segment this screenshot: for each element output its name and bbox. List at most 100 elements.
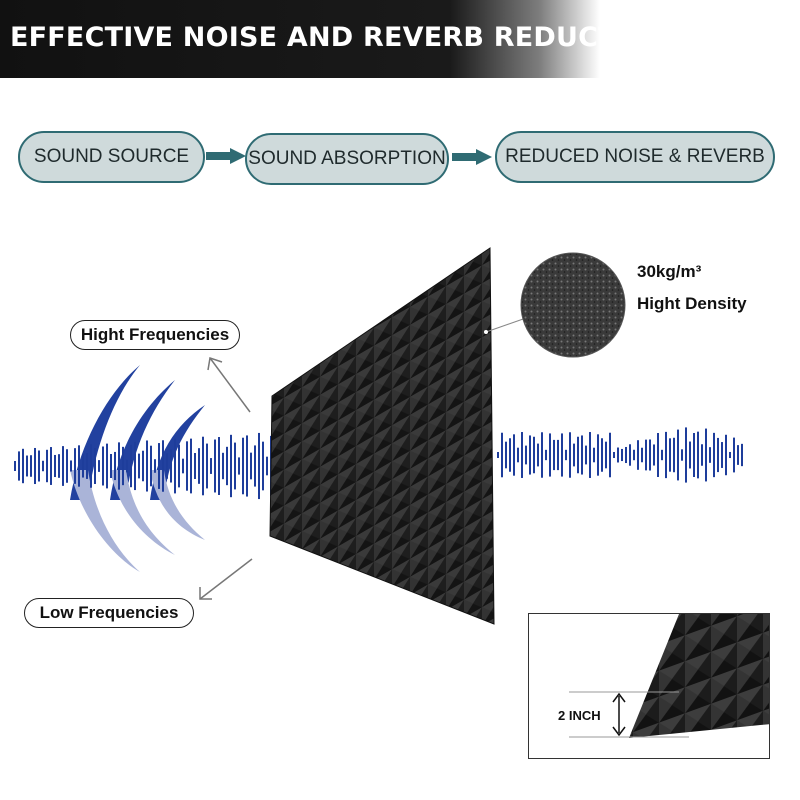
wave-bar bbox=[26, 455, 28, 477]
wave-bar bbox=[537, 443, 539, 467]
wave-bar bbox=[529, 435, 531, 475]
wave-bar bbox=[629, 444, 631, 466]
wave-bar bbox=[30, 455, 32, 477]
wave-bar bbox=[665, 431, 667, 479]
wave-bar bbox=[497, 452, 499, 458]
wave-bar bbox=[605, 441, 607, 469]
arrow-right-icon bbox=[452, 149, 492, 165]
wave-bar bbox=[94, 448, 96, 484]
wave-bar bbox=[50, 447, 52, 485]
wave-bar bbox=[190, 438, 192, 494]
wave-bar bbox=[206, 443, 208, 489]
wave-bar bbox=[194, 453, 196, 479]
foam-profile-image bbox=[569, 614, 769, 738]
foam-texture-sample-image bbox=[520, 252, 626, 358]
thickness-label: 2 INCH bbox=[558, 708, 601, 723]
wave-bar bbox=[525, 445, 527, 465]
wave-bar bbox=[689, 441, 691, 469]
foam-panel-image bbox=[269, 247, 495, 625]
wave-bar bbox=[721, 442, 723, 468]
reduced-soundwave-graphic bbox=[497, 427, 743, 483]
wave-bar bbox=[657, 433, 659, 477]
wave-bar bbox=[621, 448, 623, 462]
wave-bar bbox=[230, 434, 232, 498]
arrow-down-left-icon bbox=[199, 558, 253, 600]
wave-bar bbox=[681, 449, 683, 461]
wave-bar bbox=[633, 449, 635, 461]
wave-bar bbox=[110, 454, 112, 478]
wave-bar bbox=[34, 447, 36, 485]
wave-bar bbox=[46, 449, 48, 483]
wave-bar bbox=[517, 447, 519, 463]
wave-bar bbox=[581, 435, 583, 475]
wave-bar bbox=[737, 445, 739, 465]
banner-title: EFFECTIVE NOISE AND REVERB REDUCTION bbox=[10, 22, 673, 53]
density-label: Hight Density bbox=[637, 294, 747, 313]
wave-bar bbox=[174, 438, 176, 494]
wave-bar bbox=[501, 432, 503, 478]
wave-bar bbox=[254, 445, 256, 487]
step-reduced-noise: REDUCED NOISE & REVERB bbox=[495, 131, 775, 183]
wave-bar bbox=[649, 439, 651, 471]
wave-bar bbox=[513, 434, 515, 476]
arrow-right-icon bbox=[206, 148, 246, 164]
wave-bar bbox=[170, 449, 172, 483]
wave-bar bbox=[557, 439, 559, 471]
wave-bar bbox=[22, 448, 24, 484]
wave-bar bbox=[178, 444, 180, 488]
wave-bar bbox=[202, 436, 204, 496]
wave-bar bbox=[114, 451, 116, 481]
wave-bar bbox=[577, 436, 579, 474]
wave-bar bbox=[102, 446, 104, 486]
wave-bar bbox=[593, 447, 595, 463]
wave-bar bbox=[509, 438, 511, 472]
wave-bar bbox=[242, 437, 244, 495]
wave-bar bbox=[717, 437, 719, 473]
wave-bar bbox=[198, 448, 200, 484]
wave-bar bbox=[617, 447, 619, 463]
wave-bar bbox=[609, 432, 611, 478]
wave-bar bbox=[733, 437, 735, 473]
wave-bar bbox=[14, 461, 16, 471]
wave-bar bbox=[222, 452, 224, 480]
wave-bar bbox=[545, 449, 547, 461]
wave-bar bbox=[126, 459, 128, 473]
wave-bar bbox=[645, 439, 647, 471]
density-value: 30kg/m³ bbox=[637, 262, 702, 281]
wave-bar bbox=[725, 434, 727, 476]
wave-bar bbox=[641, 447, 643, 463]
wave-bar bbox=[677, 429, 679, 481]
wave-bar bbox=[122, 446, 124, 486]
high-frequencies-label: Hight Frequencies bbox=[70, 320, 240, 350]
step-sound-source: SOUND SOURCE bbox=[18, 131, 205, 183]
wave-bar bbox=[713, 432, 715, 478]
wave-bar bbox=[653, 444, 655, 466]
wave-bar bbox=[218, 437, 220, 495]
wave-bar bbox=[182, 458, 184, 474]
arrow-up-left-icon bbox=[207, 357, 251, 413]
wave-bar bbox=[54, 454, 56, 478]
wave-bar bbox=[246, 435, 248, 497]
wave-bar bbox=[106, 443, 108, 489]
wave-bar bbox=[250, 452, 252, 480]
wave-bar bbox=[258, 432, 260, 500]
wave-bar bbox=[162, 440, 164, 492]
wave-bar bbox=[234, 442, 236, 490]
wave-bar bbox=[533, 436, 535, 474]
wave-bar bbox=[741, 443, 743, 467]
wave-bar bbox=[66, 449, 68, 483]
wave-bar bbox=[134, 441, 136, 491]
low-frequencies-label: Low Frequencies bbox=[24, 598, 194, 628]
wave-bar bbox=[697, 431, 699, 479]
wave-bar bbox=[585, 445, 587, 465]
wave-bar bbox=[561, 433, 563, 477]
header-banner: EFFECTIVE NOISE AND REVERB REDUCTION bbox=[0, 0, 673, 78]
wave-bar bbox=[146, 440, 148, 492]
wave-bar bbox=[553, 439, 555, 471]
wave-bar bbox=[82, 454, 84, 478]
wave-bar bbox=[226, 446, 228, 486]
wave-bar bbox=[214, 439, 216, 493]
wave-bar bbox=[597, 434, 599, 476]
wave-bar bbox=[569, 432, 571, 478]
wave-bar bbox=[238, 457, 240, 475]
